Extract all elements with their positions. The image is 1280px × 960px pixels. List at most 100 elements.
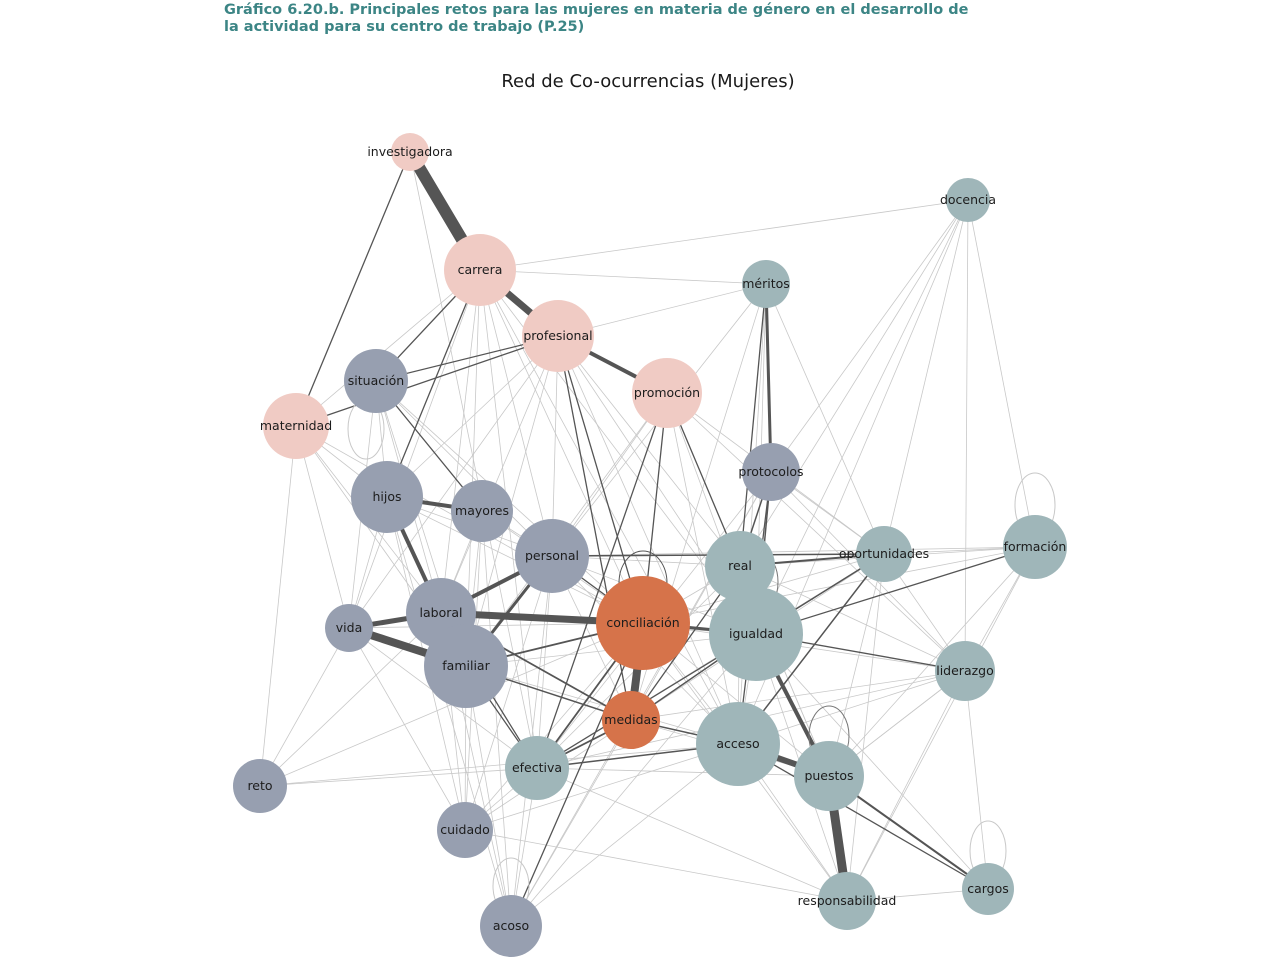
edge-carrera-hijos [386,269,481,498]
node-vida: vida [325,604,373,652]
node-circle-medidas [602,691,660,749]
node-liderazgo: liderazgo [935,641,995,701]
edge-docencia-formacion [967,199,1036,548]
node-circle-profesional [522,300,594,372]
edge-carrera-conciliacion [479,269,644,624]
edge-meritos-real [739,283,767,567]
node-label-protocolos: protocolos [738,464,803,479]
node-docencia: docencia [940,178,996,222]
node-label-oportunidades: oportunidades [839,546,929,561]
node-situacion: situación [344,349,408,413]
node-circle-mayores [451,480,513,542]
edge-profesional-vida [348,335,559,629]
node-oportunidades: oportunidades [839,526,929,582]
node-circle-formacion [1003,515,1067,579]
edge-profesional-maternidad [295,335,559,427]
node-circle-familiar [424,624,508,708]
node-label-maternidad: maternidad [260,418,332,433]
node-promocion: promoción [632,358,702,428]
node-circle-promocion [632,358,702,428]
edge-vida-reto [259,627,350,787]
edge-profesional-familiar [465,335,559,667]
edge-oportunidades-puestos [828,553,885,777]
edge-acoso-acceso [510,743,739,927]
node-investigadora: investigadora [367,133,453,171]
edge-oportunidades-responsabilidad [846,553,885,902]
node-label-cuidado: cuidado [440,822,489,837]
caption-line-2: la actividad para su centro de trabajo (… [224,19,585,35]
node-circle-cargos [962,863,1014,915]
node-circle-puestos [794,741,864,811]
edge-hijos-conciliacion [386,496,644,624]
node-label-responsabilidad: responsabilidad [798,893,897,908]
edge-profesional-real [557,335,741,567]
node-carrera: carrera [444,234,516,306]
edge-meritos-oportunidades [765,283,885,555]
node-maternidad: maternidad [260,393,332,459]
edge-maternidad-reto [259,425,297,787]
edge-familiar-acoso [465,665,512,927]
node-conciliacion: conciliación [596,576,690,670]
node-label-promocion: promoción [634,385,700,400]
node-mayores: mayores [451,480,513,542]
edge-carrera-personal [479,269,553,557]
node-igualdad: igualdad [709,587,803,681]
node-label-docencia: docencia [940,192,996,207]
edge-promocion-acceso [666,392,739,745]
node-label-conciliacion: conciliación [606,615,679,630]
node-label-acceso: acceso [716,736,759,751]
edge-cuidado-acceso [464,743,739,831]
node-circle-liderazgo [935,641,995,701]
edge-docencia-oportunidades [883,199,969,555]
node-circle-responsabilidad [818,872,876,930]
edge-docencia-liderazgo [964,199,969,672]
node-personal: personal [515,519,589,593]
node-label-hijos: hijos [372,489,401,504]
edge-acoso-conciliacion [510,622,644,927]
edge-conciliacion-liderazgo [642,622,966,672]
node-label-meritos: méritos [742,276,790,291]
node-circle-acceso [696,702,780,786]
edge-mayores-acoso [481,510,512,927]
node-label-medidas: medidas [604,712,657,727]
edge-igualdad-formacion [755,546,1036,635]
node-cargos: cargos [962,863,1014,915]
edge-layer [259,146,1036,927]
node-real: real [705,531,775,601]
edge-formacion-responsabilidad [846,546,1036,902]
edge-cuidado-responsabilidad [464,829,848,902]
edge-igualdad-cargos [755,633,989,890]
node-profesional: profesional [522,300,594,372]
node-medidas: medidas [602,691,660,749]
caption-line-1: Gráfico 6.20.b. Principales retos para l… [224,2,969,18]
node-acceso: acceso [696,702,780,786]
node-label-reto: reto [247,778,272,793]
edge-efectiva-puestos [536,767,830,777]
node-label-situacion: situación [348,373,404,388]
node-formacion: formación [1003,515,1067,579]
edge-carrera-vida [348,269,481,629]
edge-reto-efectiva [259,767,538,787]
node-circle-reto [233,759,287,813]
node-label-formacion: formación [1004,539,1067,554]
node-circle-personal [515,519,589,593]
edge-carrera-maternidad [295,269,481,427]
node-circle-carrera [444,234,516,306]
node-hijos: hijos [351,461,423,533]
node-label-efectiva: efectiva [512,760,562,775]
edge-protocolos-medidas [630,471,772,721]
edge-meritos-protocolos [764,282,773,474]
node-circle-oportunidades [856,526,912,582]
node-label-cargos: cargos [967,881,1009,896]
node-label-real: real [728,558,752,573]
node-familiar: familiar [424,624,508,708]
node-circle-protocolos [742,443,800,501]
node-circle-igualdad [709,587,803,681]
edge-acoso-igualdad [510,633,757,927]
node-circle-cuidado [437,802,493,858]
node-label-investigadora: investigadora [367,144,452,159]
node-circle-real [705,531,775,601]
edge-medidas-liderazgo [630,670,966,721]
